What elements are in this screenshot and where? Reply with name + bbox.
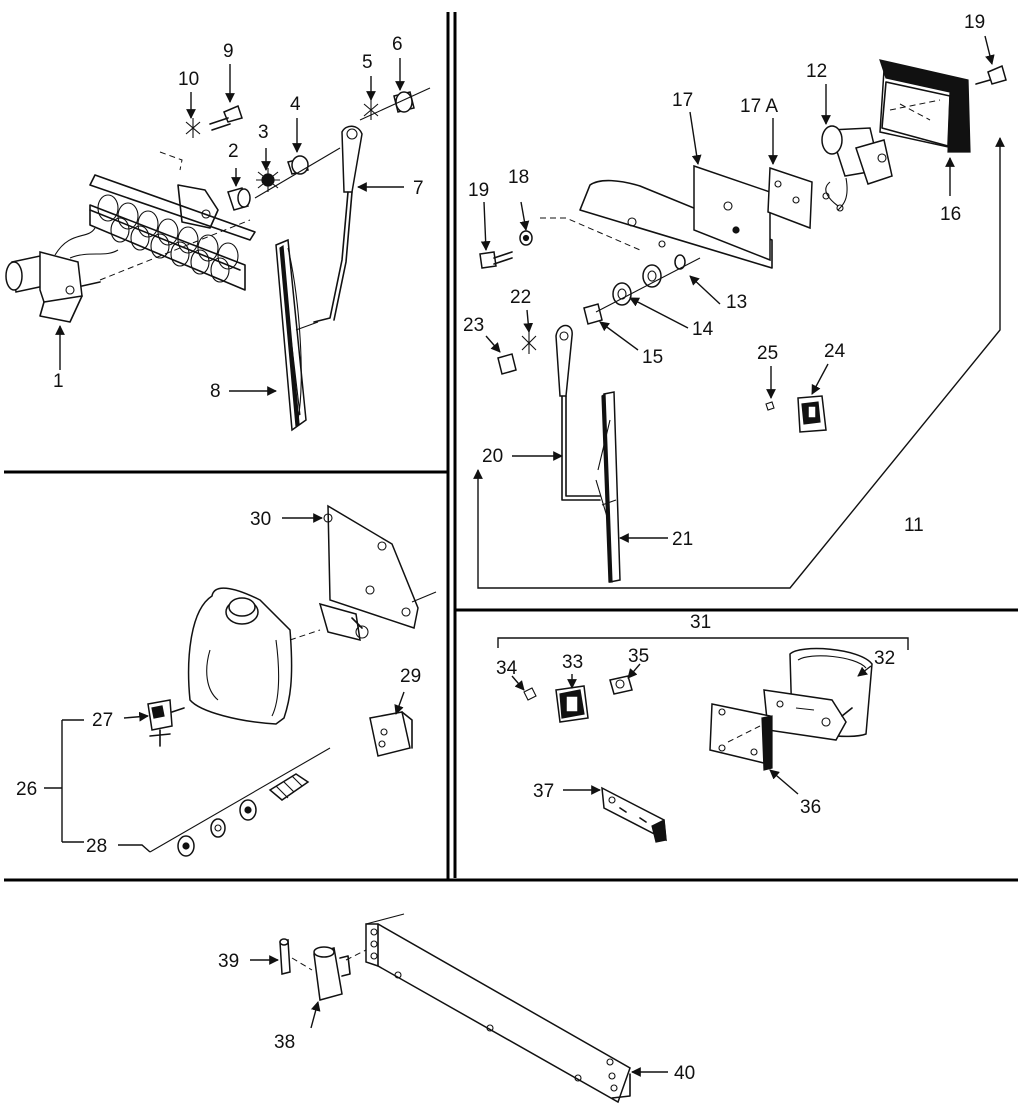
callout-20: 20 <box>482 446 503 467</box>
callout-8: 8 <box>210 381 221 402</box>
callout-21: 21 <box>672 529 693 550</box>
wiper-motor-assembly-drawing <box>5 87 431 432</box>
callout-3: 3 <box>258 122 269 143</box>
callout-4: 4 <box>290 94 301 115</box>
callout-27: 27 <box>92 710 113 731</box>
rear-wiper-assembly-drawing <box>473 59 1007 589</box>
callout-29: 29 <box>400 666 421 687</box>
bottom-bracket-drawing <box>279 913 631 1104</box>
callout-37: 37 <box>533 781 554 802</box>
callout-5: 5 <box>362 52 373 73</box>
callout-15: 15 <box>642 347 663 368</box>
callout-22: 22 <box>510 287 531 308</box>
callout-34: 34 <box>496 658 518 679</box>
callout-7: 7 <box>413 178 424 199</box>
callout-10: 10 <box>178 69 199 90</box>
callout-17: 17 <box>672 90 693 111</box>
callout-14: 14 <box>692 319 714 340</box>
callout-2: 2 <box>228 141 239 162</box>
callout-23: 23 <box>463 315 484 336</box>
callout-9: 9 <box>223 41 234 62</box>
callout-40: 40 <box>674 1063 695 1084</box>
callout-35: 35 <box>628 646 649 667</box>
callout-33: 33 <box>562 652 583 673</box>
callout-38: 38 <box>274 1032 295 1053</box>
callout-18: 18 <box>508 167 529 188</box>
callout-12: 12 <box>806 61 827 82</box>
callout-6: 6 <box>392 34 403 55</box>
callout-19-right: 19 <box>964 12 985 33</box>
callout-26: 26 <box>16 779 37 800</box>
work-lamp-drawing <box>497 637 909 843</box>
panel-separators <box>4 12 1018 882</box>
callout-31: 31 <box>690 612 711 633</box>
callout-1: 1 <box>53 371 64 392</box>
callout-labels: 1 2 3 4 5 6 7 8 9 10 11 12 13 14 15 16 1… <box>16 12 985 1084</box>
callout-39: 39 <box>218 951 239 972</box>
callout-25: 25 <box>757 343 778 364</box>
callout-30: 30 <box>250 509 271 530</box>
callout-36: 36 <box>800 797 821 818</box>
callout-13: 13 <box>726 292 747 313</box>
callout-24: 24 <box>824 341 846 362</box>
callout-19-left: 19 <box>468 180 489 201</box>
callout-11: 11 <box>904 515 924 536</box>
callout-17a: 17 A <box>740 96 778 117</box>
washer-reservoir-drawing <box>147 504 437 857</box>
callout-16: 16 <box>940 204 961 225</box>
callout-32: 32 <box>874 648 895 669</box>
callout-28: 28 <box>86 836 107 857</box>
leader-lines <box>44 35 995 1077</box>
